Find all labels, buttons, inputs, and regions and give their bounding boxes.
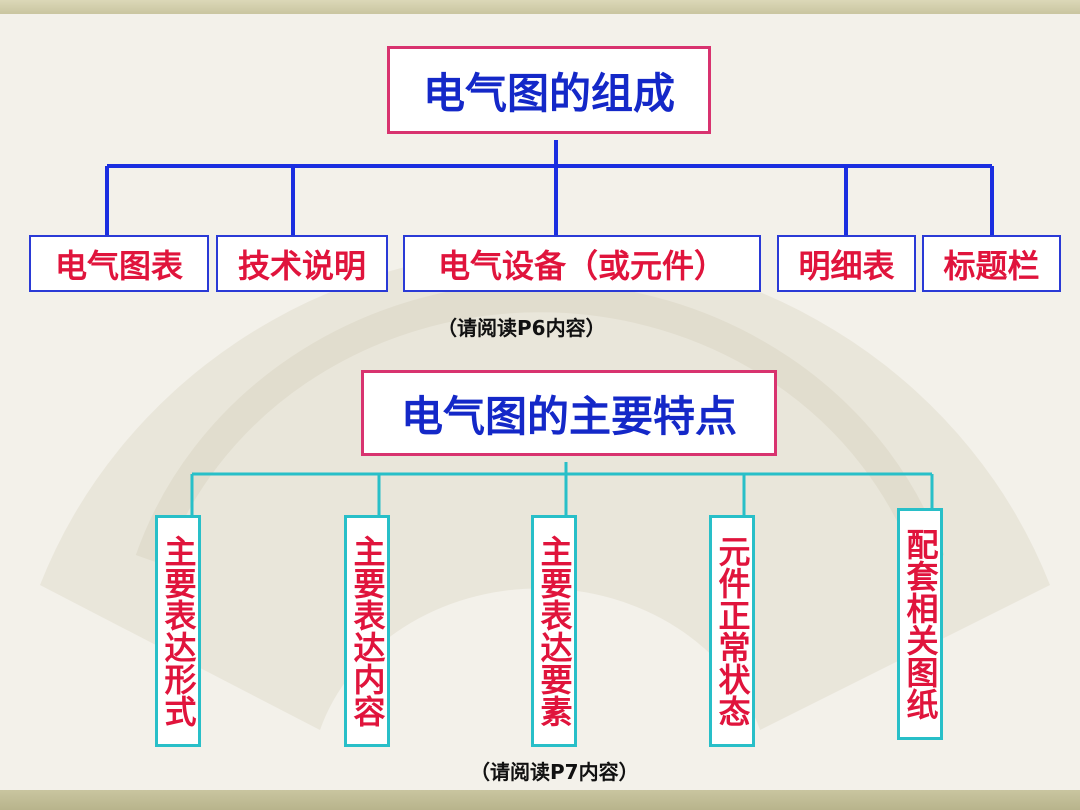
feature-item-normal-state: 元件正常状态 [709, 515, 755, 747]
composition-connectors [105, 140, 994, 235]
composition-item-title-block: 标题栏 [922, 235, 1061, 292]
composition-item-technical-notes: 技术说明 [216, 235, 388, 292]
feature-item-expression-form: 主要表达形式 [155, 515, 201, 747]
feature-item-related-drawings: 配套相关图纸 [897, 508, 943, 740]
features-reading-note: （请阅读P7内容） [470, 760, 639, 784]
composition-item-parts-list: 明细表 [777, 235, 916, 292]
features-title: 电气图的主要特点 [361, 370, 777, 456]
bottom-decor-band [0, 790, 1080, 810]
composition-title: 电气图的组成 [387, 46, 711, 134]
feature-item-expression-content: 主要表达内容 [344, 515, 390, 747]
composition-item-equipment: 电气设备（或元件） [403, 235, 761, 292]
composition-item-diagram-tables: 电气图表 [29, 235, 209, 292]
composition-reading-note: （请阅读P6内容） [437, 316, 606, 340]
feature-item-expression-elements: 主要表达要素 [531, 515, 577, 747]
feature-connectors [190, 462, 934, 515]
top-decor-band [0, 0, 1080, 14]
